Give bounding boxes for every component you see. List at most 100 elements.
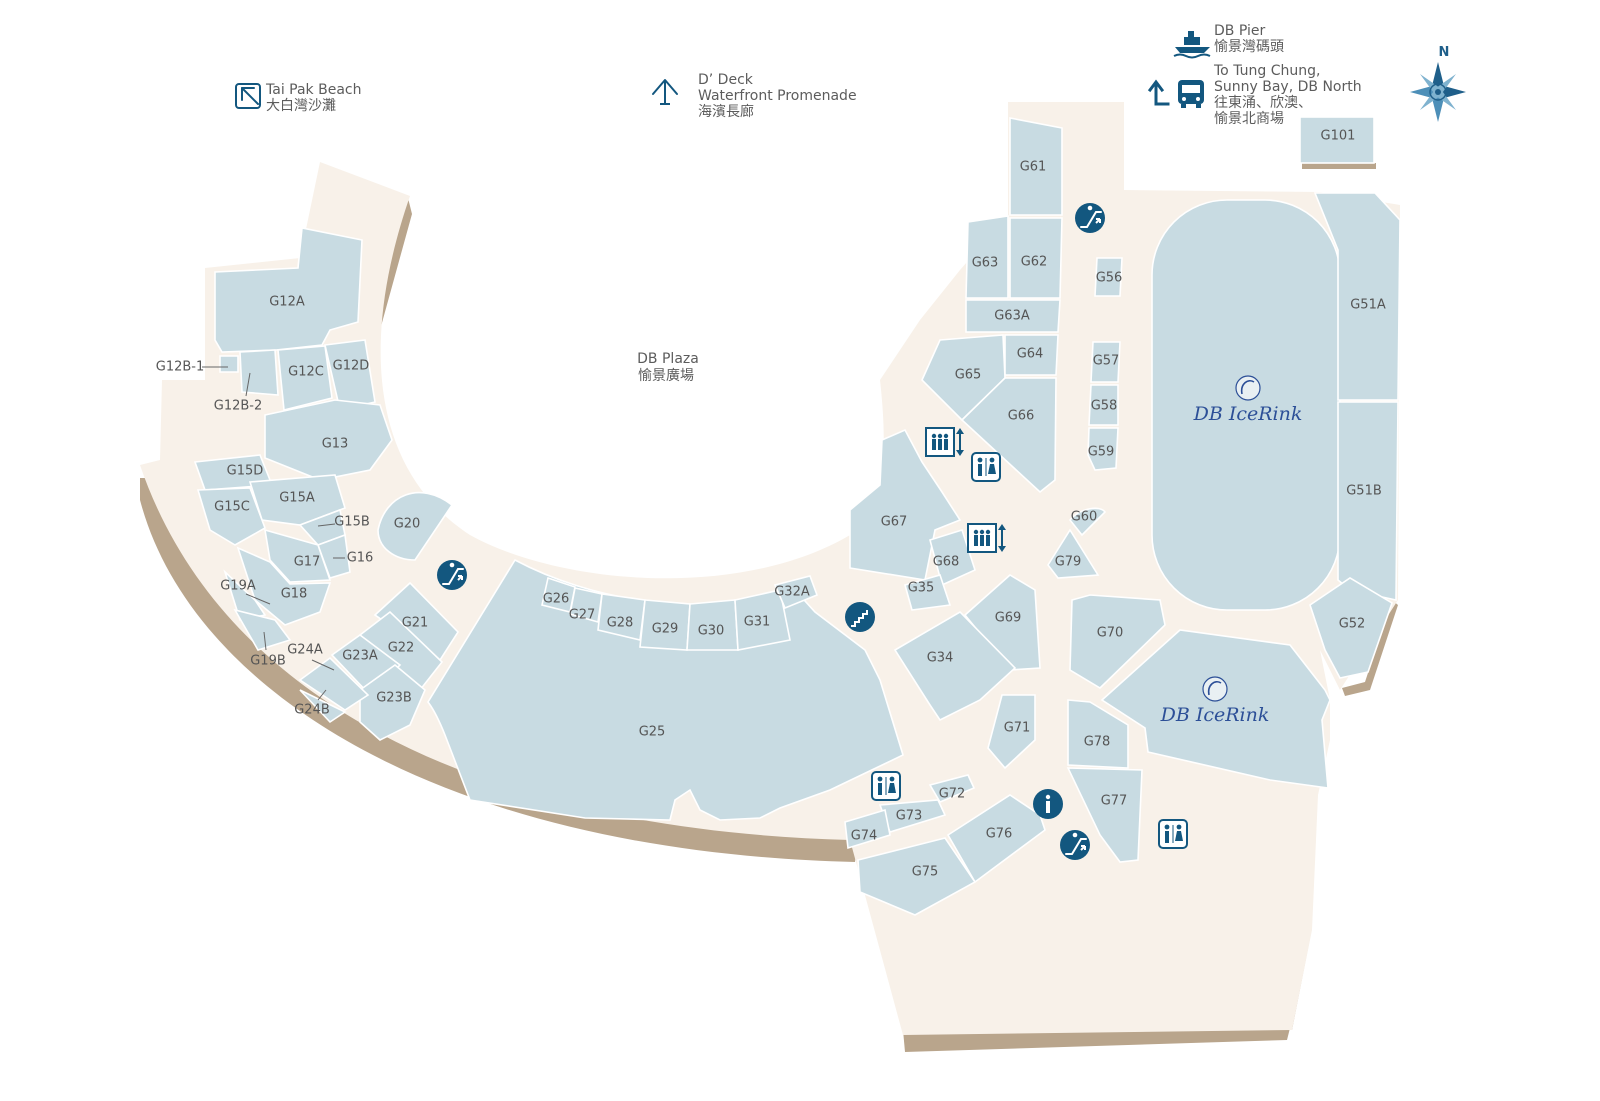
bus-label-2: Sunny Bay, DB North: [1214, 79, 1362, 95]
label-g12d: G12D: [333, 359, 370, 374]
direction-deck: D’ Deck Waterfront Promenade 海濱長廊: [652, 72, 857, 120]
label-g32a: G32A: [774, 585, 810, 600]
shop-g20[interactable]: [377, 491, 454, 561]
toilet-icon[interactable]: [1158, 819, 1188, 849]
label-g24b: G24B: [294, 703, 330, 718]
stairs-icon[interactable]: [845, 602, 875, 632]
label-g30: G30: [698, 624, 725, 639]
info-icon[interactable]: [1033, 789, 1063, 819]
icerink-label-secondary: DB IceRink: [1160, 704, 1270, 726]
shop-g72[interactable]: [928, 774, 976, 804]
shop-g78[interactable]: [1067, 699, 1129, 769]
icerink-emblem-icon: [1235, 375, 1261, 401]
shop-g15c[interactable]: [196, 487, 266, 546]
label-g69: G69: [995, 611, 1022, 626]
shop-g74[interactable]: [844, 808, 891, 850]
lift-icon[interactable]: [967, 523, 1006, 553]
shop-g62[interactable]: [1009, 217, 1063, 299]
shop-g66[interactable]: [960, 377, 1057, 494]
ferry-icon: [1173, 31, 1211, 59]
bus-icon: [1178, 80, 1204, 108]
bus-label-1: To Tung Chung,: [1213, 63, 1320, 79]
shop-g57[interactable]: [1090, 341, 1121, 383]
shop-g52[interactable]: [1309, 577, 1393, 679]
toilet-icon[interactable]: [971, 452, 1001, 482]
turn-left-arrow-icon: [1147, 79, 1170, 106]
label-g78: G78: [1084, 735, 1111, 750]
shop-g12b-2[interactable]: [239, 349, 279, 396]
label-g67: G67: [881, 515, 908, 530]
arrow-up-left-icon: [235, 83, 261, 109]
shop-g12c[interactable]: [277, 345, 333, 412]
ice-rink-secondary[interactable]: [1100, 629, 1331, 789]
shop-g51a[interactable]: [1313, 192, 1401, 401]
shop-g13[interactable]: [264, 399, 393, 481]
icerink-logo-secondary: DB IceRink: [1160, 676, 1270, 726]
label-g12c: G12C: [288, 365, 324, 380]
shop-g59[interactable]: [1087, 427, 1119, 471]
shop-g24a[interactable]: [298, 656, 370, 711]
shop-g63[interactable]: [965, 215, 1009, 299]
icerink-emblem-icon: [1202, 676, 1228, 702]
label-g77: G77: [1101, 794, 1128, 809]
shop-g18[interactable]: [236, 546, 332, 626]
label-g63a: G63A: [994, 309, 1030, 324]
label-g75: G75: [912, 865, 939, 880]
escalator-icon[interactable]: [1075, 203, 1105, 233]
shop-g63a[interactable]: [965, 299, 1061, 333]
label-g15b: G15B: [334, 515, 370, 530]
shop-g101[interactable]: [1299, 116, 1375, 164]
escalator-icon[interactable]: [1060, 830, 1090, 860]
label-g12b-2: G12B-2: [214, 399, 263, 414]
label-g19a: G19A: [220, 579, 256, 594]
shop-g68[interactable]: [929, 529, 976, 587]
shop-g51b[interactable]: [1337, 401, 1399, 601]
bus-label-zh-2: 愉景北商場: [1214, 111, 1284, 127]
shop-g12d[interactable]: [324, 339, 376, 411]
shop-g56[interactable]: [1094, 257, 1123, 297]
label-g61: G61: [1020, 160, 1047, 175]
plaza-name-en: DB Plaza: [637, 351, 699, 367]
shop-g32a[interactable]: [773, 575, 819, 610]
shop-g12b-1[interactable]: [219, 355, 239, 373]
beach-label-zh: 大白灣沙灘: [266, 98, 336, 114]
shop-g35[interactable]: [904, 574, 952, 611]
label-g63: G63: [972, 256, 999, 271]
shop-g27[interactable]: [569, 587, 603, 624]
shop-units: [193, 116, 1401, 916]
shop-g12a[interactable]: [214, 227, 363, 353]
lift-icon[interactable]: [925, 427, 964, 457]
icerink-logo-main: DB IceRink: [1193, 375, 1302, 425]
pier-label-en: DB Pier: [1214, 23, 1265, 39]
label-g73: G73: [896, 809, 923, 824]
shop-g34[interactable]: [893, 610, 1017, 722]
shop-g71[interactable]: [987, 694, 1036, 770]
shop-g75[interactable]: [857, 837, 977, 916]
label-g72: G72: [939, 787, 966, 802]
label-g57: G57: [1093, 354, 1120, 369]
deck-label-1: D’ Deck: [698, 72, 754, 88]
label-g20: G20: [394, 517, 421, 532]
shop-g61[interactable]: [1009, 117, 1063, 216]
shop-g79[interactable]: [1047, 528, 1100, 579]
shop-g19b[interactable]: [233, 608, 292, 651]
shop-g17[interactable]: [264, 528, 332, 583]
shop-g60[interactable]: [1068, 507, 1107, 537]
shop-g23b[interactable]: [359, 663, 426, 741]
shop-g19a[interactable]: [223, 569, 267, 621]
label-g56: G56: [1096, 271, 1123, 286]
toilet-icon[interactable]: [871, 771, 901, 801]
label-g23b: G23B: [376, 691, 412, 706]
shop-g24b[interactable]: [299, 689, 347, 724]
shop-g31[interactable]: [734, 589, 791, 651]
shop-g70[interactable]: [1069, 594, 1166, 690]
label-g18: G18: [281, 587, 308, 602]
label-g58: G58: [1091, 399, 1118, 414]
label-g26: G26: [543, 592, 570, 607]
label-g16: G16: [347, 551, 374, 566]
shop-g58[interactable]: [1088, 384, 1119, 426]
escalator-icon[interactable]: [437, 560, 467, 590]
shop-g77[interactable]: [1066, 767, 1143, 863]
label-g34: G34: [927, 651, 954, 666]
